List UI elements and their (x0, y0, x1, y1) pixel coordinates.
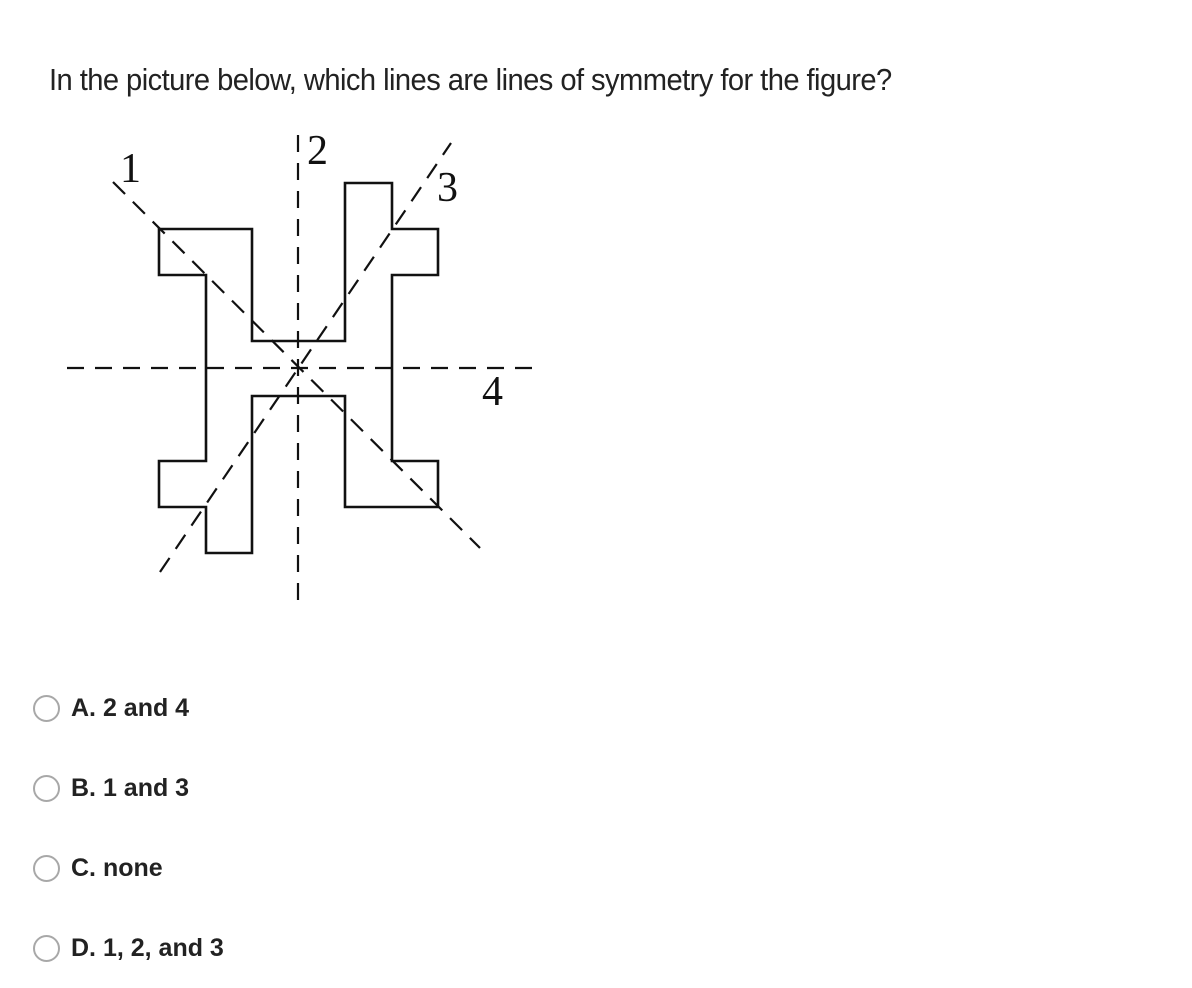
line-label-2: 2 (307, 128, 328, 174)
line-label-3: 3 (437, 165, 458, 211)
radio-button-b[interactable] (33, 775, 60, 802)
option-d-label: D. 1, 2, and 3 (71, 934, 224, 962)
line-label-4: 4 (482, 369, 503, 415)
option-a[interactable]: A. 2 and 4 (33, 694, 189, 723)
option-c-label: C. none (71, 854, 163, 882)
radio-button-d[interactable] (33, 935, 60, 962)
line-label-1: 1 (120, 146, 141, 192)
option-c[interactable]: C. none (33, 854, 163, 883)
radio-button-c[interactable] (33, 855, 60, 882)
option-b[interactable]: B. 1 and 3 (33, 774, 189, 803)
symmetry-line-1 (112, 181, 481, 549)
option-d[interactable]: D. 1, 2, and 3 (33, 934, 224, 963)
question-text: In the picture below, which lines are li… (49, 62, 892, 97)
symmetry-line-3 (159, 142, 452, 573)
radio-button-a[interactable] (33, 695, 60, 722)
symmetry-figure: 1 2 3 4 (67, 128, 532, 602)
option-b-label: B. 1 and 3 (71, 774, 190, 802)
option-a-label: A. 2 and 4 (71, 694, 190, 722)
